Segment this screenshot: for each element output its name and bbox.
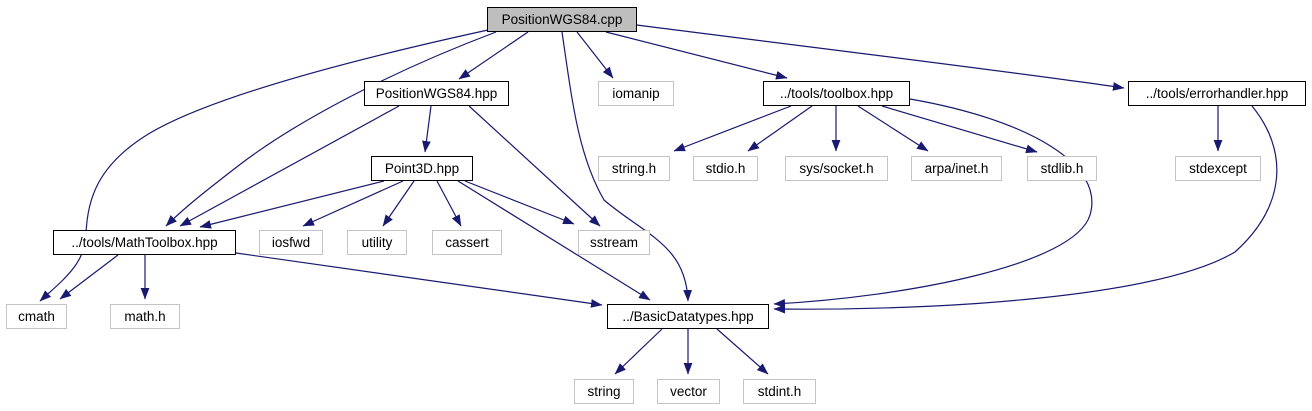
- edge-basicdatatypes-hpp-to-stdint-h: [716, 328, 769, 375]
- node-stdio-h: stdio.h: [693, 156, 758, 181]
- edge-point3d-hpp-to-basicdatatypes-hpp: [457, 180, 651, 301]
- node-point3d-hpp[interactable]: Point3D.hpp: [371, 156, 473, 181]
- edge-point3d-hpp-to-utility: [382, 180, 415, 227]
- edge-point3d-hpp-to-sstream: [464, 180, 575, 225]
- node-string: string: [574, 379, 634, 404]
- node-utility: utility: [347, 230, 407, 255]
- node-arpa-inet-h: arpa/inet.h: [911, 156, 1002, 181]
- node-math-h: math.h: [110, 304, 180, 329]
- edge-positionwgs84-cpp-to-cmath: [39, 29, 489, 302]
- edge-positionwgs84-cpp-to-errorhandler-hpp: [636, 24, 1125, 91]
- node-vector: vector: [657, 379, 720, 404]
- edge-positionwgs84-cpp-to-toolbox-hpp: [605, 31, 788, 80]
- edge-positionwgs84-cpp-to-positionwgs84-hpp: [458, 31, 529, 80]
- node-cmath: cmath: [6, 304, 67, 329]
- node-iosfwd: iosfwd: [259, 230, 323, 255]
- node-sstream: sstream: [578, 230, 650, 255]
- edge-toolbox-hpp-to-stdio-h: [747, 105, 813, 152]
- edge-toolbox-hpp-to-basicdatatypes-hpp: [773, 98, 1093, 308]
- edge-basicdatatypes-hpp-to-string: [614, 328, 663, 375]
- edge-toolbox-hpp-to-stdlib-h: [881, 105, 1038, 154]
- edge-positionwgs84-cpp-to-iomanip: [576, 31, 614, 79]
- node-positionwgs84-cpp: PositionWGS84.cpp: [487, 7, 637, 32]
- edge-point3d-hpp-to-mathtoolbox-hpp: [199, 180, 385, 229]
- node-iomanip: iomanip: [598, 81, 674, 106]
- edge-positionwgs84-hpp-to-mathtoolbox-hpp: [179, 105, 400, 227]
- edge-point3d-hpp-to-cassert: [436, 180, 462, 227]
- edge-positionwgs84-hpp-to-point3d-hpp: [422, 105, 432, 153]
- node-errorhandler-hpp[interactable]: ../tools/errorhandler.hpp: [1128, 81, 1306, 106]
- edge-positionwgs84-cpp-to-mathtoolbox-hpp: [165, 31, 497, 227]
- node-sys-socket-h: sys/socket.h: [785, 156, 888, 181]
- node-basicdatatypes-hpp[interactable]: ../BasicDatatypes.hpp: [607, 304, 769, 329]
- edge-toolbox-hpp-to-string-h: [673, 105, 792, 152]
- node-toolbox-hpp[interactable]: ../tools/toolbox.hpp: [763, 81, 910, 106]
- edge-point3d-hpp-to-iosfwd: [302, 180, 404, 227]
- node-stdexcept: stdexcept: [1175, 156, 1261, 181]
- edge-positionwgs84-hpp-to-sstream: [468, 105, 601, 227]
- node-string-h: string.h: [598, 156, 670, 181]
- node-stdint-h: stdint.h: [743, 379, 816, 404]
- edge-errorhandler-hpp-to-basicdatatypes-hpp: [773, 105, 1278, 314]
- node-positionwgs84-hpp[interactable]: PositionWGS84.hpp: [364, 81, 509, 106]
- node-stdlib-h: stdlib.h: [1027, 156, 1097, 181]
- edge-positionwgs84-cpp-to-basicdatatypes-hpp: [561, 31, 692, 302]
- node-mathtoolbox-hpp[interactable]: ../tools/MathToolbox.hpp: [53, 230, 236, 255]
- node-cassert: cassert: [432, 230, 502, 255]
- edge-mathtoolbox-hpp-to-cmath: [59, 254, 119, 300]
- edge-mathtoolbox-hpp-to-basicdatatypes-hpp: [235, 252, 603, 308]
- edge-toolbox-hpp-to-arpa-inet-h: [857, 105, 929, 152]
